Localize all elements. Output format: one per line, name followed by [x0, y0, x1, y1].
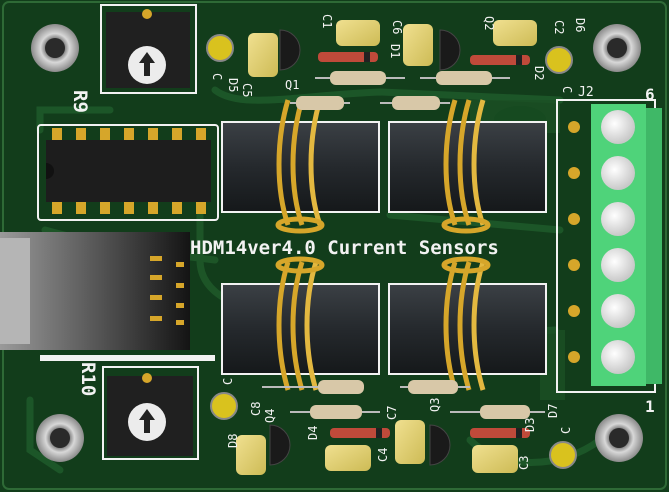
- r10-label: R10: [77, 362, 99, 396]
- current-sensor-core-4: [388, 256, 547, 391]
- diodes: [318, 52, 530, 438]
- c5-label: C5: [240, 83, 254, 97]
- c1-label: C1: [320, 14, 334, 28]
- pin1-label: 1: [645, 397, 655, 416]
- terminal-block-j2: [556, 99, 662, 393]
- c8-label: C8: [249, 402, 263, 416]
- c6-label: C6: [390, 20, 404, 34]
- board-title-label: HDM14ver4.0 Current Sensors: [190, 237, 499, 259]
- c-mark-tr: C: [560, 86, 574, 93]
- mounting-hole-tl: [31, 24, 79, 72]
- mounting-hole-br: [595, 414, 643, 462]
- c-mark-br: C: [559, 427, 573, 434]
- c-mark-bl: C: [221, 378, 235, 385]
- mounting-hole-bl: [36, 414, 84, 462]
- d1-label: D1: [388, 44, 402, 58]
- r9-label: R9: [69, 90, 91, 113]
- j2-label: J2: [578, 85, 594, 100]
- trimmer-r9: [100, 4, 197, 94]
- current-sensor-core-2: [388, 99, 547, 234]
- d2-label: D2: [532, 66, 546, 80]
- usb-connector: [0, 232, 215, 361]
- c2-label: C2: [552, 20, 566, 34]
- dip-ic: [37, 124, 219, 221]
- c4-label: C4: [376, 448, 390, 462]
- d5-label: D5: [226, 78, 240, 92]
- pin6-label: 6: [645, 85, 655, 104]
- trimmer-r10: [102, 366, 199, 460]
- c7-label: C7: [385, 406, 399, 420]
- d4-label: D4: [306, 426, 320, 440]
- current-sensor-core-1: [221, 99, 380, 234]
- test-points: [206, 34, 577, 469]
- q4-label: Q4: [263, 409, 277, 423]
- d3-label: D3: [523, 418, 537, 432]
- q1-label: Q1: [285, 78, 299, 92]
- c3-label: C3: [517, 456, 531, 470]
- d7-label: D7: [546, 404, 560, 418]
- current-sensor-core-3: [221, 256, 380, 391]
- d8-label: D8: [226, 434, 240, 448]
- transistors: [269, 29, 461, 466]
- c-mark-tl: C: [210, 73, 224, 80]
- q3-label: Q3: [428, 398, 442, 412]
- q2-label: Q2: [482, 16, 496, 30]
- d6-label: D6: [573, 18, 587, 32]
- resistors: [262, 71, 545, 419]
- mounting-hole-tr: [593, 24, 641, 72]
- capacitors: [236, 20, 537, 475]
